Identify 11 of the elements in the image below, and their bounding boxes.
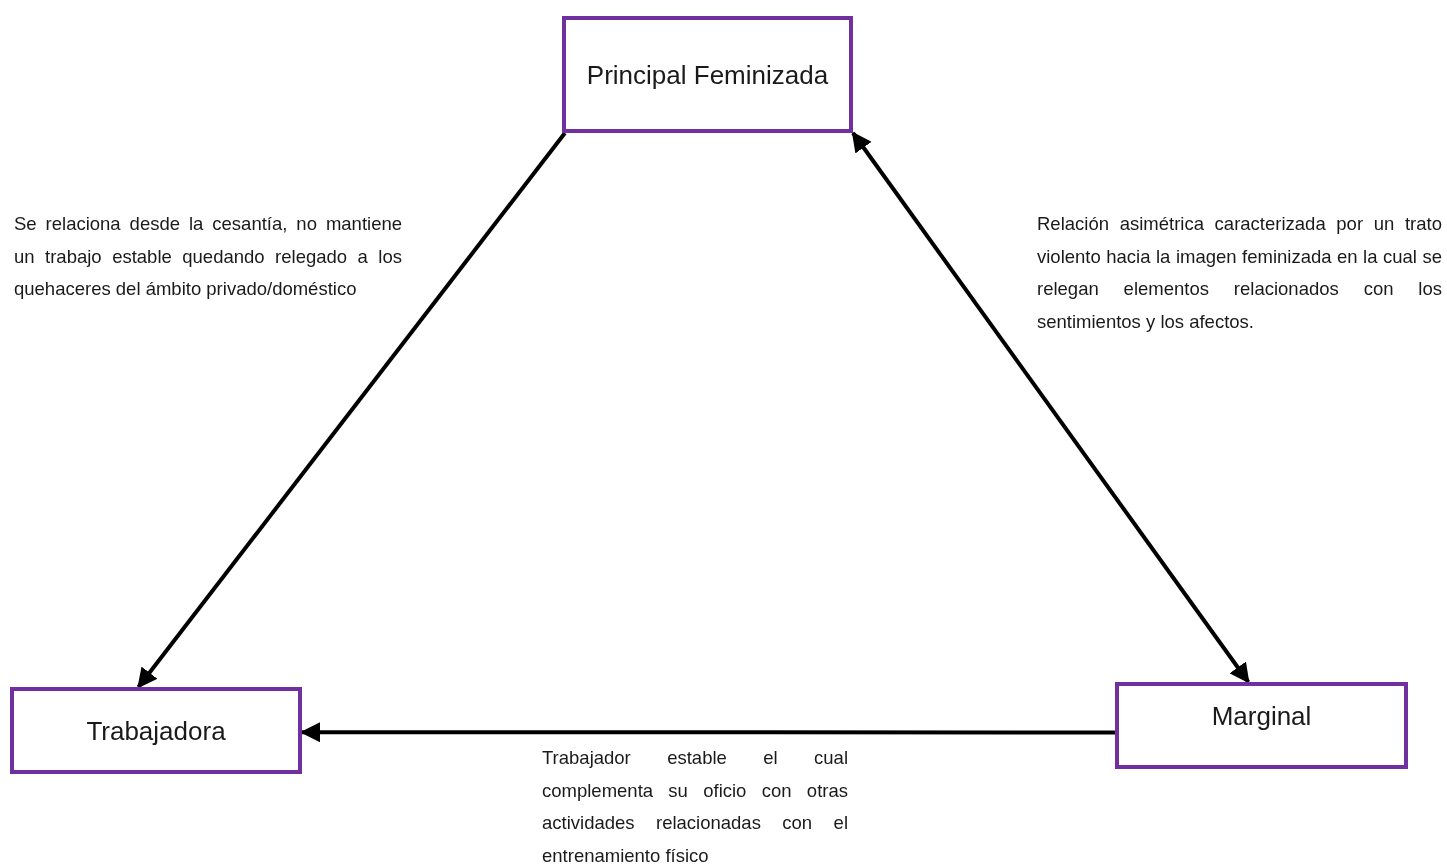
edge-label: Relación asimétrica caracterizada por un trato violento hacia la imagen feminizada en la cual se relegan elementos relacionados con los sentimientos y los afectos. (1037, 212, 1442, 334)
box-label: Trabajadora (85, 714, 227, 748)
edge-label: Trabajador estable el cual complementa su oficio con otras actividades relacionadas con el entrenamiento físico (542, 746, 848, 864)
box-label: Marginal (1210, 700, 1313, 733)
concept-box (562, 16, 853, 133)
concept-box (10, 687, 302, 774)
edge-label: Se relaciona desde la cesantía, no mantiene un trabajo estable quedando relegado a los quehaceres del ámbito privado/doméstico (14, 212, 402, 301)
box-label: Principal Feminizada (585, 58, 830, 92)
concept-box (1115, 682, 1408, 769)
arrow (851, 131, 1250, 684)
arrow (136, 131, 567, 689)
